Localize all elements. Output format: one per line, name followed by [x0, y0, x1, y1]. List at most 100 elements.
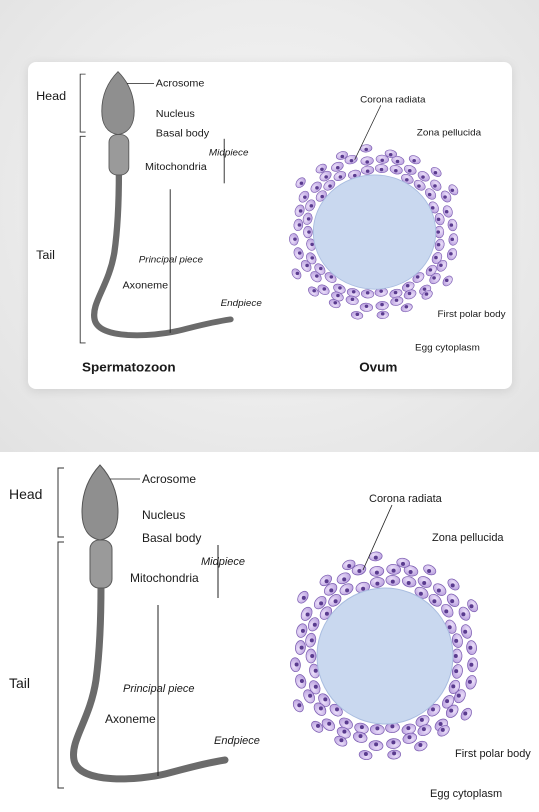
corona-cell-nucleus: [350, 297, 355, 302]
corona-cell-nucleus: [415, 275, 420, 279]
mitochondria-label: Mitochondria: [130, 571, 199, 585]
corona-cell-nucleus: [422, 581, 427, 585]
corona-cell-nucleus: [453, 654, 458, 658]
corona-cell-nucleus: [379, 289, 383, 293]
corona-cell-nucleus: [297, 223, 302, 227]
corona-cell-nucleus: [340, 154, 345, 159]
corona-cell-nucleus: [388, 152, 393, 157]
corona-cell-nucleus: [300, 628, 305, 633]
preview-diagram: Head Tail: [36, 70, 506, 374]
corona-cell-nucleus: [451, 684, 456, 689]
midpiece-label: Midpiece: [209, 148, 249, 159]
egg-cytoplasm-label: Egg cytoplasm: [415, 343, 480, 354]
corona-cell-nucleus: [418, 743, 423, 747]
corona-cell-nucleus: [342, 729, 347, 734]
corona-cell-nucleus: [444, 210, 449, 214]
axoneme-label: Axoneme: [123, 281, 169, 292]
corona-cell-nucleus: [352, 173, 357, 178]
corona-cell-nucleus: [417, 184, 421, 188]
egg-cytoplasm-label: Egg cytoplasm: [430, 788, 502, 800]
corona-cell-nucleus: [445, 699, 450, 704]
corona-cell-nucleus: [436, 230, 441, 234]
ovum: [289, 144, 459, 320]
zona-pellucida-layer: [316, 587, 454, 725]
sperm-head: [101, 70, 135, 136]
zona-pellucida-label: Zona pellucida: [417, 128, 482, 139]
corona-cell-nucleus: [363, 752, 368, 756]
sperm-tail: [91, 169, 234, 339]
corona-cell-nucleus: [364, 304, 369, 308]
corona-cell-nucleus: [320, 194, 325, 199]
corona-cell-nucleus: [298, 209, 303, 213]
corona-cell-nucleus: [313, 684, 318, 689]
first-polar-body-label: First polar body: [455, 748, 531, 760]
zona-pellucida-label: Zona pellucida: [432, 532, 504, 544]
corona-cell-nucleus: [406, 726, 411, 731]
corona-cell-nucleus: [440, 727, 445, 732]
corona-cell-nucleus: [427, 569, 432, 573]
midpiece: [108, 134, 130, 176]
corona-cell-nucleus: [450, 583, 455, 588]
corona-cell-nucleus: [407, 291, 412, 296]
corona-cell-nucleus: [463, 629, 468, 634]
corona-cell-nucleus: [407, 735, 412, 740]
corona-cell-nucleus: [335, 707, 339, 712]
corona-cell-nucleus: [468, 645, 473, 650]
corona-cell-nucleus: [449, 223, 454, 227]
corona-cell-nucleus: [391, 568, 396, 573]
spermatozoon-caption: Spermatozoon: [82, 360, 176, 374]
tail-bracket: [79, 135, 86, 344]
corona-cell-nucleus: [432, 276, 436, 280]
corona-cell-nucleus: [335, 166, 340, 170]
corona-cell-nucleus: [307, 230, 311, 234]
corona-cell-nucleus: [320, 167, 324, 171]
tail-label: Tail: [36, 248, 55, 262]
corona-cell-nucleus: [310, 654, 315, 658]
corona-cell-nucleus: [379, 167, 384, 172]
corona-cell-nucleus: [380, 312, 385, 316]
corona-radiata-label: Corona radiata: [360, 95, 426, 106]
sperm-head: [81, 464, 119, 541]
corona-cell-nucleus: [375, 581, 380, 586]
corona-cell-nucleus: [424, 292, 429, 296]
spermatozoon-caption: Spermatozoon: [60, 809, 164, 812]
midpiece: [89, 539, 113, 589]
first-polar-body-label: First polar body: [438, 309, 506, 320]
corona-cell-nucleus: [375, 726, 380, 731]
corona-cell-nucleus: [469, 662, 474, 667]
corona-cell-nucleus: [436, 588, 441, 593]
corona-cell-nucleus: [355, 312, 360, 317]
corona-cell-nucleus: [412, 158, 416, 163]
corona-radiata-label: Corona radiata: [369, 493, 443, 505]
corona-cell-nucleus: [380, 158, 385, 162]
nucleus-label: Nucleus: [156, 109, 195, 120]
corona-cell-nucleus: [461, 612, 466, 617]
corona-cell-nucleus: [349, 158, 354, 163]
corona-cell-nucleus: [444, 609, 449, 614]
sperm-tail: [69, 581, 229, 783]
corona-cell-nucleus: [319, 601, 324, 606]
axoneme-label: Axoneme: [105, 712, 156, 726]
corona-cell-nucleus: [427, 192, 432, 197]
corona-cell-nucleus: [408, 570, 413, 574]
corona-cell-nucleus: [450, 188, 455, 192]
acrosome-label: Acrosome: [156, 79, 205, 90]
corona-cell-nucleus: [380, 302, 384, 307]
corona-cell-nucleus: [438, 722, 443, 726]
head-label: Head: [9, 486, 42, 502]
corona-cell-nucleus: [454, 669, 459, 674]
corona-cell-nucleus: [328, 184, 332, 188]
corona-cell-nucleus: [294, 662, 299, 667]
corona-cell-nucleus: [391, 740, 396, 745]
corona-cell-nucleus: [324, 579, 329, 584]
preview-diagram-content: Head Tail: [36, 70, 506, 374]
endpiece-label: Endpiece: [221, 298, 262, 309]
corona-cell-nucleus: [293, 237, 297, 241]
corona-cell-nucleus: [365, 169, 370, 173]
ovum: [290, 551, 479, 761]
corona-cell-nucleus: [339, 738, 344, 743]
midpiece-label: Midpiece: [201, 556, 245, 568]
corona-cell-nucleus: [373, 555, 378, 560]
corona-cell-nucleus: [345, 588, 350, 593]
corona-cell-nucleus: [430, 206, 435, 210]
